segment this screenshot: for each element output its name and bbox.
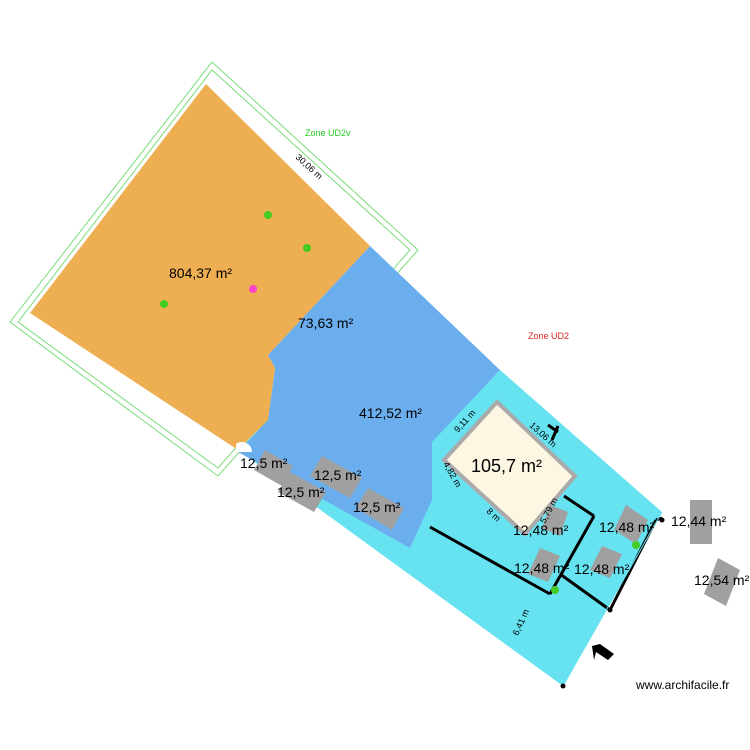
area-label-outside: 12,54 m² (694, 572, 750, 588)
corner-point (560, 683, 566, 689)
pad-space[interactable] (542, 505, 568, 536)
area-label-parking: 12,5 m² (353, 499, 401, 515)
parking-space[interactable] (278, 472, 326, 512)
parking-space[interactable] (356, 488, 404, 530)
marker-dot[interactable] (303, 244, 311, 252)
parcel-notch (236, 442, 252, 452)
house-footprint[interactable] (441, 399, 578, 537)
area-label-pad: 12,48 m² (574, 561, 630, 577)
footer-credit[interactable]: www.archifacile.fr (635, 678, 729, 692)
marker-dot[interactable] (160, 300, 168, 308)
area-label-parking: 12,5 m² (240, 455, 288, 471)
zone-ud2v-boundary (9, 61, 419, 477)
parking-space[interactable] (310, 456, 362, 498)
outside-pad[interactable] (704, 558, 740, 606)
area-label-parking: 12,5 m² (314, 467, 362, 483)
area-label-pad: 12,48 m² (514, 560, 570, 576)
pad-space[interactable] (528, 548, 560, 582)
zone-label-ud2: Zone UD2 (528, 331, 569, 341)
pad-space[interactable] (614, 505, 648, 544)
area-label-pad: 12,48 m² (599, 519, 655, 535)
blue-zone-area (238, 246, 500, 548)
area-label-pad: 12,48 m² (513, 522, 569, 538)
area-label-blue-main: 412,52 m² (359, 405, 422, 421)
area-label-outside: 12,44 m² (671, 513, 727, 529)
corner-point (659, 517, 665, 523)
marker-dot[interactable] (632, 541, 640, 549)
pad-space[interactable] (590, 546, 622, 578)
parking-space[interactable] (254, 450, 293, 486)
marker-dot[interactable] (264, 211, 272, 219)
marker-dot[interactable] (551, 586, 559, 594)
corner-point (607, 607, 613, 613)
area-label-parking: 12,5 m² (277, 484, 325, 500)
fence-lines (429, 423, 663, 612)
entrance-arrow-icon (592, 644, 614, 660)
orange-parcel (30, 84, 370, 450)
zone-label-ud2v: Zone UD2v (305, 128, 351, 138)
area-label-orange: 804,37 m² (169, 265, 232, 281)
area-label-blue-strip: 73,63 m² (298, 315, 354, 331)
area-label-house: 105,7 m² (471, 456, 542, 476)
fence-line-lower (562, 511, 663, 687)
marker-dot[interactable] (249, 285, 257, 293)
outside-pad[interactable] (690, 500, 712, 544)
zone-ud2v-boundary-inner (17, 69, 411, 469)
